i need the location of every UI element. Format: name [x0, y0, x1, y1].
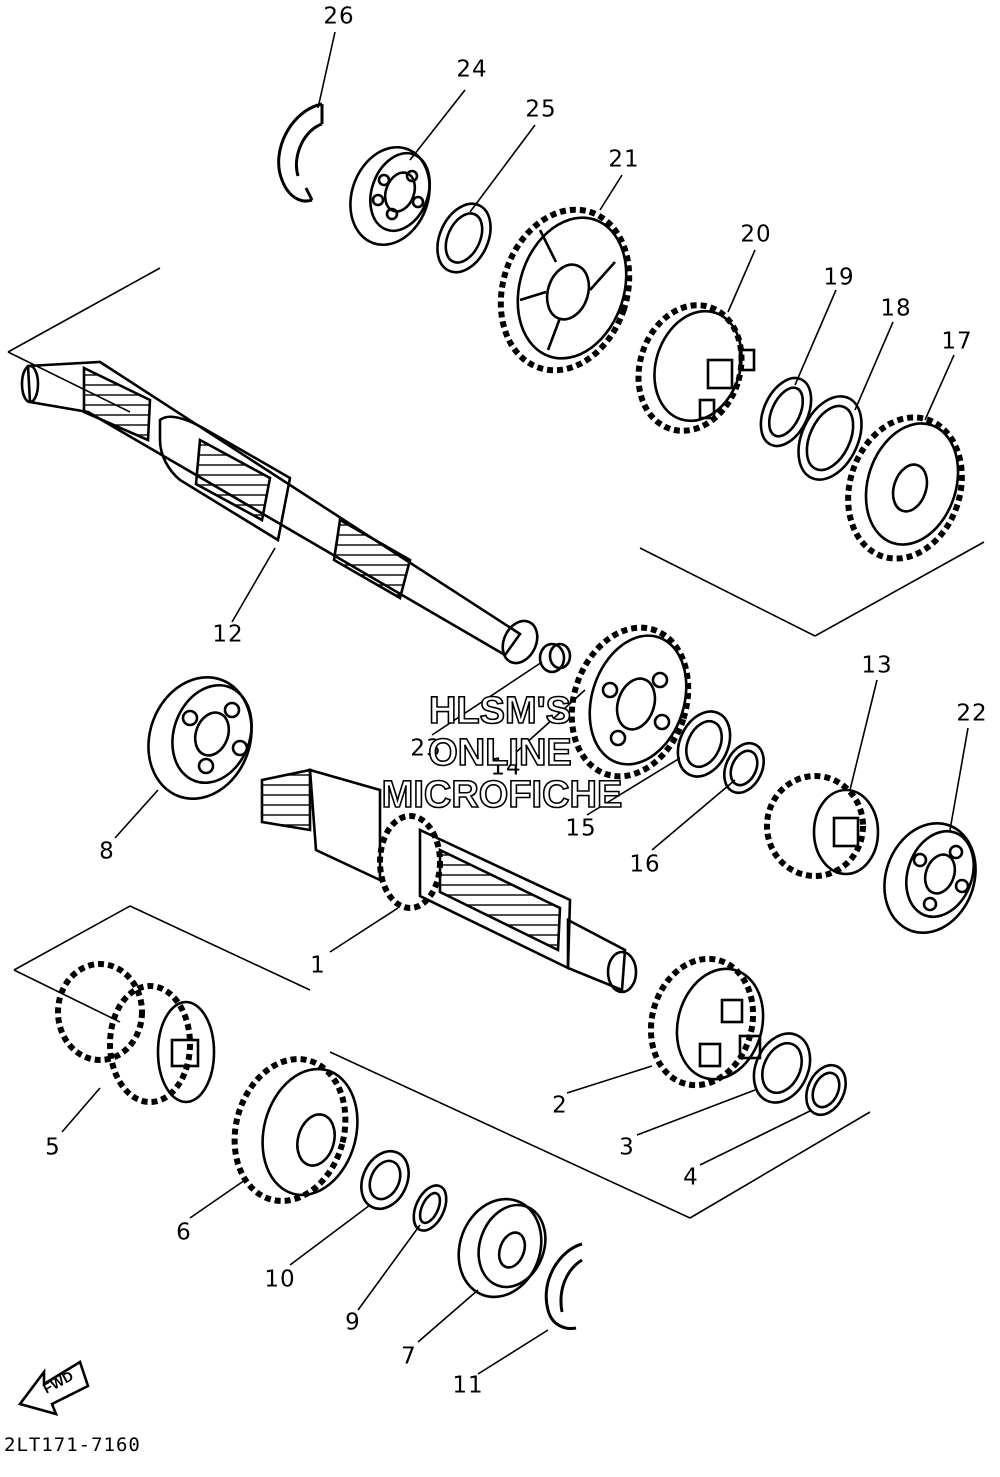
washer-3 [752, 1032, 812, 1104]
part-label-19: 19 [823, 264, 855, 291]
gear-13 [764, 773, 880, 879]
part-label-3: 3 [619, 1134, 635, 1161]
watermark-line-1: HLSM'S [428, 690, 572, 732]
gear-6 [231, 1056, 359, 1204]
part-label-10: 10 [264, 1266, 296, 1293]
washer-15 [676, 710, 732, 778]
bearing-24 [349, 145, 431, 247]
part-label-15: 15 [565, 815, 597, 842]
part-label-8: 8 [99, 838, 115, 865]
part-label-16: 16 [629, 851, 661, 878]
part-label-6: 6 [176, 1219, 192, 1246]
part-label-25: 25 [525, 96, 557, 123]
part-label-12: 12 [212, 621, 244, 648]
drawing-code: 2LT171-7160 [4, 1434, 141, 1456]
washer-18 [797, 395, 863, 481]
watermark-line-2: ONLINE [427, 732, 572, 774]
circlip-9 [412, 1184, 448, 1232]
gear-5 [55, 961, 216, 1105]
lower-assembly-frame [13, 905, 871, 1219]
circlip-4 [805, 1063, 847, 1117]
gear-17 [845, 414, 965, 562]
part-label-14: 14 [490, 754, 522, 781]
circlip-11 [544, 1242, 583, 1330]
part-label-13: 13 [861, 652, 893, 679]
part-label-22: 22 [956, 700, 988, 727]
main-axle-1 [260, 768, 638, 994]
part-label-26: 26 [323, 3, 355, 30]
washer-25 [436, 202, 492, 274]
bearing-22 [883, 821, 977, 935]
collar-23 [538, 642, 572, 674]
part-label-1: 1 [310, 952, 326, 979]
part-label-18: 18 [880, 295, 912, 322]
forward-arrow-icon [17, 1360, 90, 1416]
part-label-4: 4 [683, 1164, 699, 1191]
part-label-5: 5 [45, 1134, 61, 1161]
part-label-17: 17 [941, 328, 973, 355]
circlip-19 [759, 376, 813, 448]
part-label-23: 23 [410, 735, 442, 762]
washer-10 [360, 1149, 410, 1211]
part-label-11: 11 [452, 1372, 484, 1399]
part-label-21: 21 [608, 146, 640, 173]
bearing-8 [147, 675, 253, 801]
gear-2 [647, 955, 765, 1089]
circlip-26 [277, 102, 324, 203]
watermark-line-3: MICROFICHE [381, 774, 623, 816]
part-label-2: 2 [552, 1092, 568, 1119]
part-label-24: 24 [456, 56, 488, 83]
gear-21 [497, 206, 633, 374]
part-label-7: 7 [401, 1343, 417, 1370]
circlip-16 [723, 741, 765, 795]
drive-axle-12 [20, 360, 539, 665]
part-label-20: 20 [740, 221, 772, 248]
gear-20 [635, 302, 756, 434]
gear-14 [568, 624, 692, 780]
leader-lines [61, 31, 969, 1375]
part-label-9: 9 [345, 1309, 361, 1336]
bearing-7 [457, 1197, 547, 1299]
